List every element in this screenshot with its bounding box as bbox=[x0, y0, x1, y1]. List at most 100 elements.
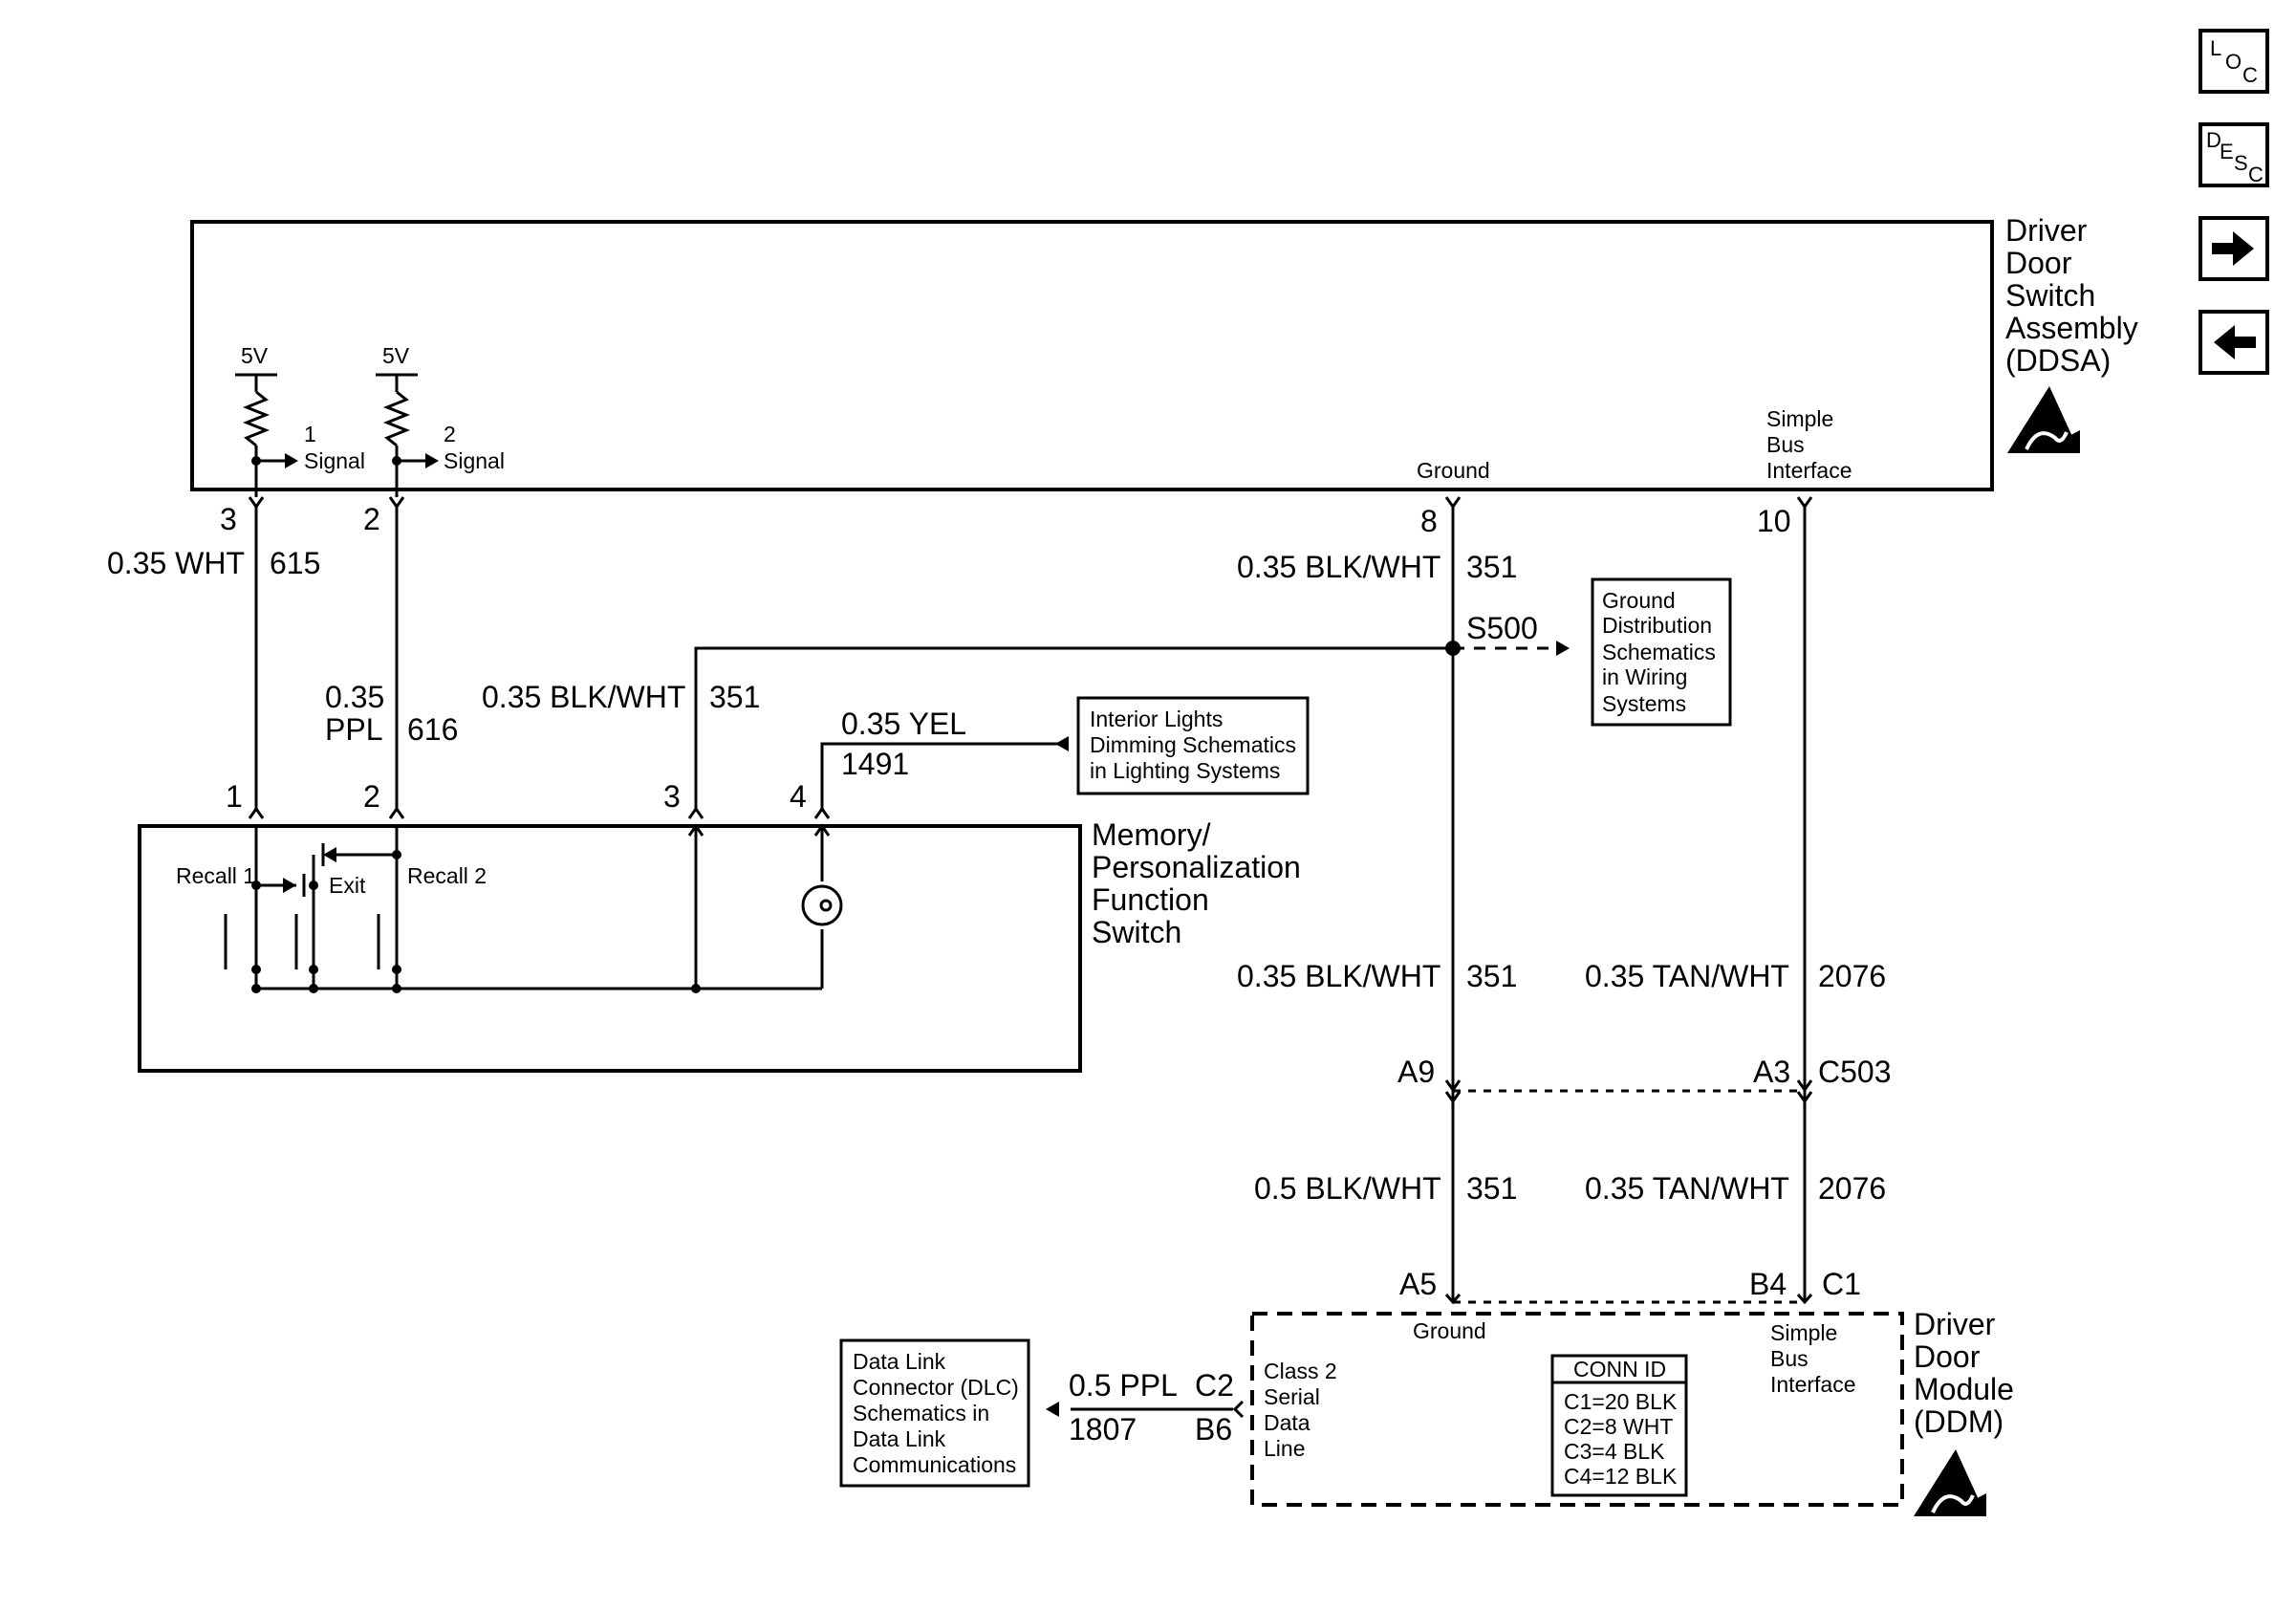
desc-letter-s: S bbox=[2234, 151, 2248, 175]
ddm-pin-a5: A5 bbox=[1399, 1267, 1437, 1301]
ddm-name-line-2: Door bbox=[1914, 1339, 1981, 1374]
prev-button[interactable] bbox=[2199, 310, 2269, 375]
wire-351-top-circuit: 351 bbox=[1466, 550, 1517, 584]
ddsa-name-line-3: Switch bbox=[2005, 278, 2095, 313]
ddm-ground-label: Ground bbox=[1413, 1318, 1486, 1343]
ddsa-sbi-label-1: Simple bbox=[1766, 406, 1833, 431]
esd-warning-icon bbox=[1914, 1449, 1986, 1516]
ddm-name-line-1: Driver bbox=[1914, 1307, 1996, 1341]
ddsa-name-line-5: (DDSA) bbox=[2005, 343, 2111, 378]
class2-line-4: Line bbox=[1264, 1436, 1305, 1461]
dlc-ref-line-1: Data Link bbox=[853, 1349, 946, 1374]
wire-1807-circuit: 1807 bbox=[1069, 1412, 1137, 1447]
mem-switch-pin-forks bbox=[248, 806, 831, 819]
ddsa-name-line-4: Assembly bbox=[2005, 311, 2138, 345]
ground-ref-line-3: Schematics bbox=[1602, 640, 1716, 664]
ddsa-pullup-1 bbox=[235, 373, 287, 497]
lights-ref-line-3: in Lighting Systems bbox=[1090, 758, 1280, 783]
c503-name: C503 bbox=[1818, 1055, 1892, 1089]
esd-warning-icon bbox=[2007, 386, 2080, 453]
ddsa-name-line-2: Door bbox=[2005, 246, 2072, 280]
loc-letter-o: O bbox=[2225, 50, 2242, 74]
ddsa-pin-forks bbox=[248, 496, 1813, 510]
dlc-ref-box bbox=[839, 1338, 1030, 1488]
conn-id-row-3: C3=4 BLK bbox=[1564, 1439, 1665, 1464]
wire-2076-mid-gauge: 0.35 TAN/WHT bbox=[1585, 959, 1789, 993]
conn-id-title: CONN ID bbox=[1573, 1357, 1666, 1382]
ground-ref-line-2: Distribution bbox=[1602, 613, 1712, 638]
next-button[interactable] bbox=[2199, 216, 2269, 281]
mem-name-line-4: Switch bbox=[1092, 915, 1181, 949]
wire-351-branch-gauge: 0.35 BLK/WHT bbox=[482, 680, 685, 714]
ddsa-pin-2: 2 bbox=[363, 502, 380, 536]
ground-ref-line-1: Ground bbox=[1602, 588, 1676, 613]
signal-2-label: Signal bbox=[444, 448, 505, 473]
ddm-pin-c2: C2 bbox=[1195, 1368, 1234, 1403]
dlc-ref-line-3: Schematics in bbox=[853, 1401, 989, 1425]
mem-pin-1: 1 bbox=[226, 779, 243, 814]
ddsa-5v-label-1: 5V bbox=[241, 343, 269, 368]
conn-id-row-1: C1=20 BLK bbox=[1564, 1389, 1678, 1414]
ddm-pin-c1: C1 bbox=[1822, 1267, 1861, 1301]
wire-351-branch-circuit: 351 bbox=[709, 680, 760, 714]
class2-line-1: Class 2 bbox=[1264, 1359, 1337, 1383]
c503-connector bbox=[1444, 1079, 1813, 1104]
ground-ref-line-4: in Wiring bbox=[1602, 664, 1687, 689]
arrow-right-icon bbox=[2212, 231, 2254, 266]
ddsa-sbi-label-2: Bus bbox=[1766, 432, 1805, 457]
wire-616-gauge-b: PPL bbox=[325, 712, 382, 747]
loc-letter-l: L bbox=[2210, 36, 2222, 60]
ddsa-pin-10: 10 bbox=[1757, 504, 1791, 538]
dlc-ref-line-5: Communications bbox=[853, 1452, 1016, 1477]
ground-ref-line-5: Systems bbox=[1602, 691, 1686, 716]
wire-1491-gauge: 0.35 YEL bbox=[841, 707, 966, 741]
wire-351-top-gauge: 0.35 BLK/WHT bbox=[1237, 550, 1440, 584]
ddm-name-line-3: Module bbox=[1914, 1372, 2014, 1406]
ddm-sbi-label-2: Bus bbox=[1770, 1346, 1809, 1371]
mem-switch-box bbox=[138, 824, 1082, 1073]
signal-2-number: 2 bbox=[444, 422, 456, 446]
recall-2-label: Recall 2 bbox=[407, 863, 487, 888]
wire-2076-mid-circuit: 2076 bbox=[1818, 959, 1886, 993]
ddm-pin-b6: B6 bbox=[1195, 1412, 1232, 1447]
ddsa-ground-label: Ground bbox=[1417, 458, 1490, 483]
wire-351-mid-gauge: 0.35 BLK/WHT bbox=[1237, 959, 1440, 993]
mem-name-line-1: Memory/ bbox=[1092, 817, 1211, 852]
splice-s500-dot bbox=[1445, 641, 1461, 656]
class2-line-2: Serial bbox=[1264, 1384, 1320, 1409]
mem-switch-internals bbox=[224, 826, 843, 990]
class2-line-3: Data bbox=[1264, 1410, 1310, 1435]
desc-button[interactable]: D E S C bbox=[2199, 122, 2269, 187]
ddsa-pullup-2 bbox=[376, 373, 427, 497]
ddsa-sbi-label-3: Interface bbox=[1766, 458, 1852, 483]
wire-paths bbox=[254, 507, 1807, 1411]
wire-616-circuit: 616 bbox=[407, 712, 458, 747]
splice-s500-label: S500 bbox=[1466, 611, 1538, 645]
mem-name-line-3: Function bbox=[1092, 882, 1209, 917]
ddsa-5v-label-2: 5V bbox=[382, 343, 410, 368]
mem-pin-3: 3 bbox=[663, 779, 681, 814]
wire-2076-low-gauge: 0.35 TAN/WHT bbox=[1585, 1171, 1789, 1206]
ddm-box bbox=[1250, 1312, 1904, 1507]
ddm-sbi-label-1: Simple bbox=[1770, 1320, 1837, 1345]
dlc-ref-line-2: Connector (DLC) bbox=[853, 1375, 1019, 1400]
recall-1-label: Recall 1 bbox=[176, 863, 255, 888]
desc-letter-e: E bbox=[2220, 140, 2234, 163]
c503-pin-a9: A9 bbox=[1397, 1055, 1435, 1089]
conn-id-row-4: C4=12 BLK bbox=[1564, 1464, 1678, 1489]
wire-615-circuit: 615 bbox=[270, 546, 320, 580]
ddm-name-line-4: (DDM) bbox=[1914, 1404, 2004, 1439]
signal-1-number: 1 bbox=[304, 422, 316, 446]
wire-616-gauge-a: 0.35 bbox=[325, 680, 384, 714]
interior-lights-ref-box bbox=[1076, 696, 1310, 795]
ddm-sbi-label-3: Interface bbox=[1770, 1372, 1856, 1397]
desc-letter-c: C bbox=[2248, 163, 2264, 186]
wire-615-gauge: 0.35 WHT bbox=[107, 546, 245, 580]
loc-button[interactable]: L O C bbox=[2199, 29, 2269, 94]
wire-351-low-gauge: 0.5 BLK/WHT bbox=[1254, 1171, 1441, 1206]
conn-id-box bbox=[1550, 1354, 1688, 1497]
wire-1807-gauge: 0.5 PPL bbox=[1069, 1368, 1178, 1403]
loc-letter-c: C bbox=[2242, 63, 2258, 87]
